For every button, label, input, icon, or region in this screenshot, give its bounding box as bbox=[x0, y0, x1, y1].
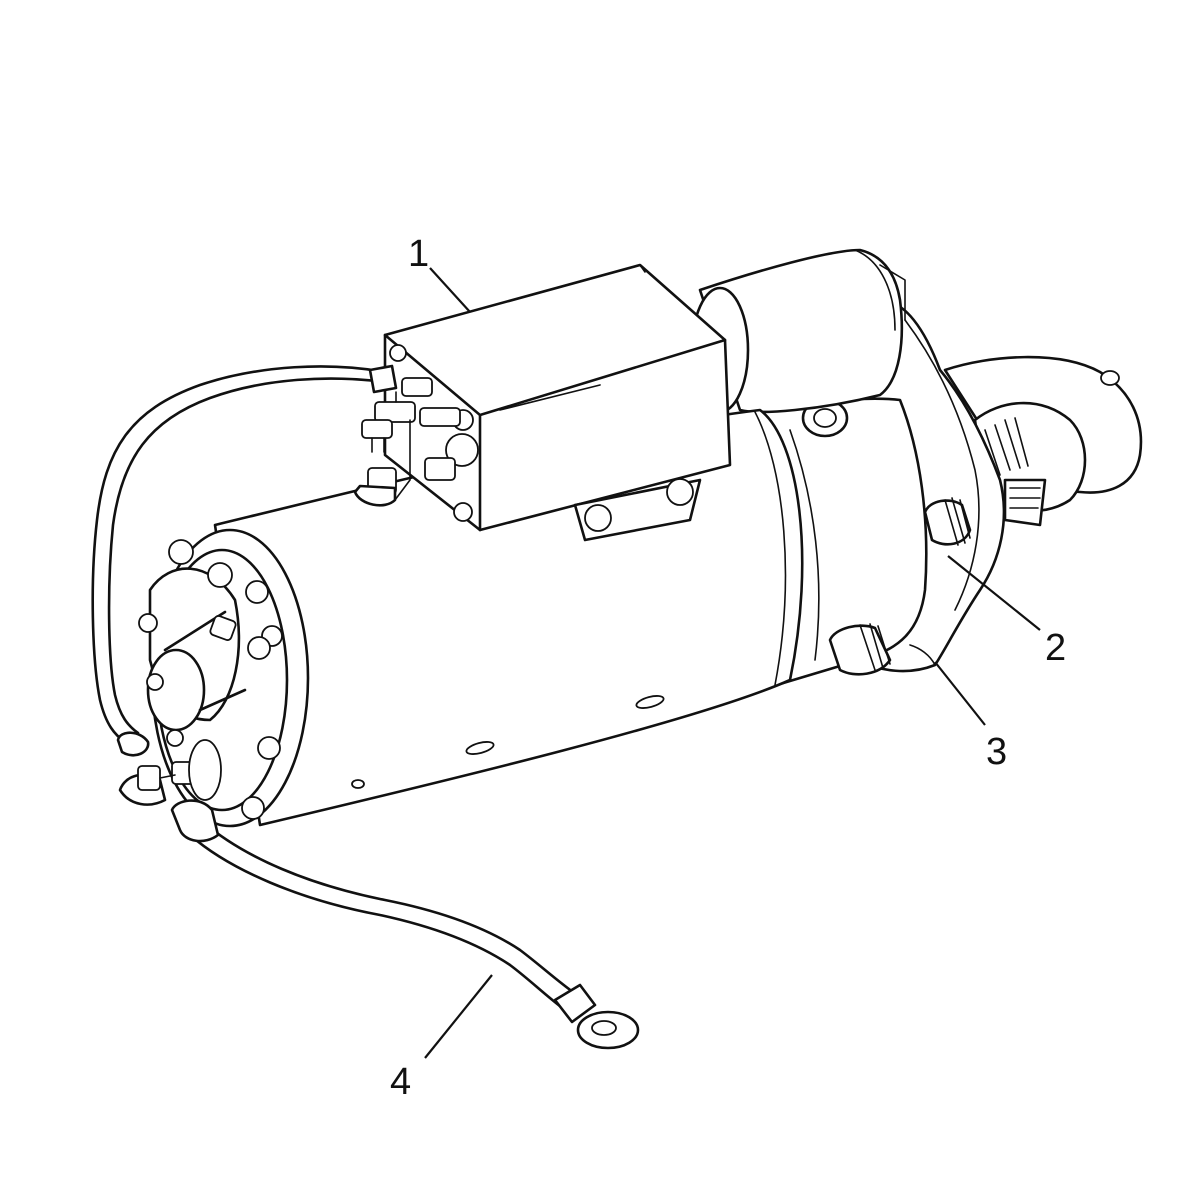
callout-2: 2 bbox=[947, 555, 1066, 669]
callout-1-label: 1 bbox=[408, 233, 429, 275]
ground-cable bbox=[170, 799, 640, 1050]
terminal-stud bbox=[118, 739, 222, 806]
mounting-stud-upper bbox=[923, 497, 972, 546]
callout-3: 3 bbox=[934, 661, 1007, 773]
callout-3-label: 3 bbox=[986, 731, 1007, 773]
cover-bolts bbox=[138, 539, 283, 820]
callout-4: 4 bbox=[390, 974, 493, 1103]
solenoid bbox=[383, 263, 732, 542]
solenoid-lead-cable bbox=[91, 364, 398, 757]
mounting-stud-lower bbox=[828, 623, 892, 676]
solenoid-terminals bbox=[353, 377, 461, 507]
pinion-gear bbox=[943, 355, 1143, 527]
callout-1: 1 bbox=[408, 233, 471, 313]
callout-2-label: 2 bbox=[1045, 627, 1066, 669]
callout-4-label: 4 bbox=[390, 1061, 411, 1103]
